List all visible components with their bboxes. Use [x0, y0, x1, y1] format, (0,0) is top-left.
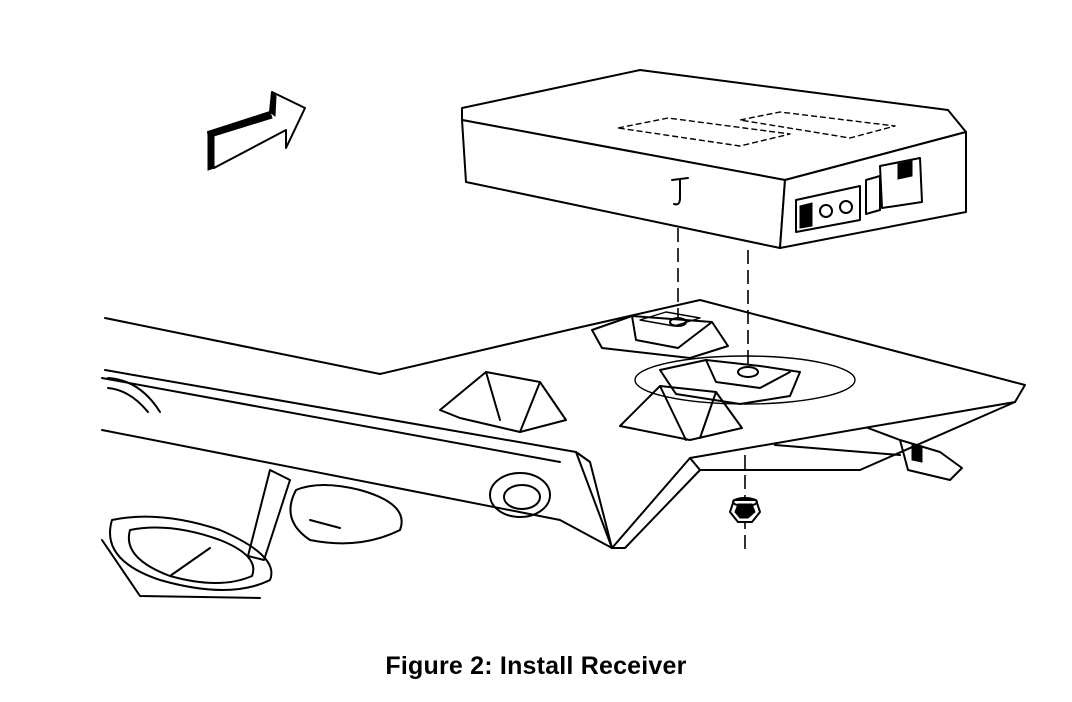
- receiver-connector: [795, 157, 923, 233]
- figure-caption: Figure 2: Install Receiver: [385, 652, 687, 680]
- mounting-bracket: [101, 299, 1026, 599]
- forward-arrow-icon: [206, 90, 306, 171]
- install-receiver-diagram: [101, 69, 1026, 599]
- receiver-module: [461, 69, 967, 249]
- nut-fastener: [729, 497, 761, 523]
